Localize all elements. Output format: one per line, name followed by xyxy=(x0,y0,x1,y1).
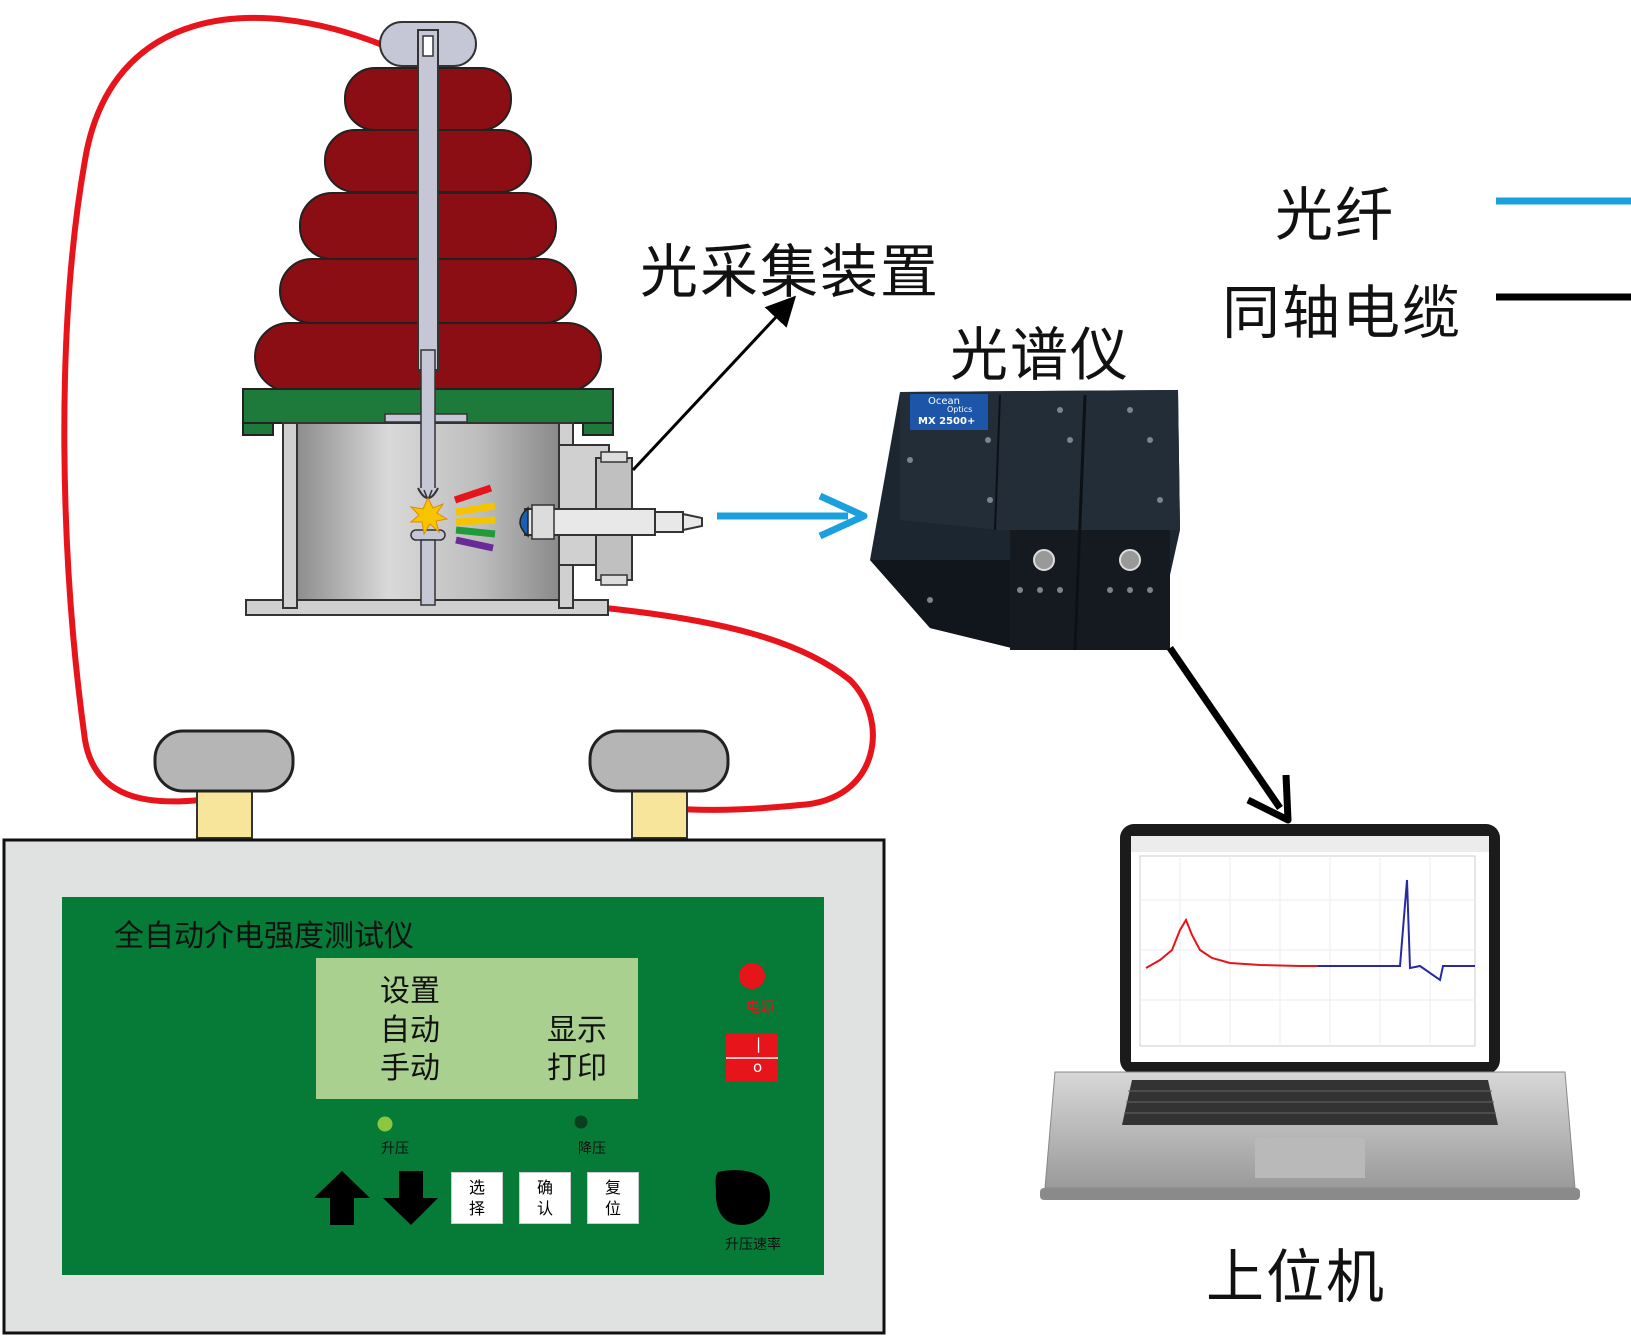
confirm-button[interactable]: 确 认 xyxy=(519,1172,571,1224)
brand-top: Ocean xyxy=(928,396,960,407)
legend-fiber-label: 光纤 xyxy=(1275,181,1396,249)
spectrum-red xyxy=(1145,917,1318,969)
up-arrow-icon xyxy=(314,1171,370,1225)
lcd-screen xyxy=(316,958,638,1099)
switch-on-mark[interactable]: | xyxy=(756,1035,762,1053)
terminal-cap-right xyxy=(588,729,730,793)
hv-cable-right xyxy=(604,605,876,813)
legend-coax-label: 同轴电缆 xyxy=(1222,279,1463,347)
light-collector-label: 光采集装置 xyxy=(640,238,941,306)
select-button[interactable]: 选 择 xyxy=(451,1172,503,1224)
power-label: 电源 xyxy=(746,1000,774,1016)
spectrometer-label: 光谱仪 xyxy=(950,321,1131,389)
spectrometer-badge xyxy=(910,394,988,430)
lower-electrode xyxy=(410,529,446,541)
lcd-auto: 自动 xyxy=(380,1013,440,1048)
tester-title: 全自动介电强度测试仪 xyxy=(114,919,414,954)
light-rays xyxy=(453,484,496,552)
terminal-cap-left xyxy=(153,729,295,793)
reset-button-char1: 复 xyxy=(604,1178,621,1197)
down-arrow-icon xyxy=(383,1171,438,1225)
power-led xyxy=(739,963,765,989)
hv-rod xyxy=(417,29,439,371)
laptop xyxy=(1040,824,1580,1200)
boost-label: 升压 xyxy=(381,1141,409,1157)
select-button-char1: 选 xyxy=(468,1178,485,1197)
collector-lens xyxy=(519,506,529,538)
model-label: MX 2500+ xyxy=(918,416,976,427)
brand-bottom: Optics xyxy=(947,405,973,414)
spectrometer-device xyxy=(870,390,1180,651)
lcd-manual: 手动 xyxy=(380,1051,440,1086)
fiber-arrow xyxy=(717,492,868,540)
discharge-spark xyxy=(409,496,449,536)
collector-pointer xyxy=(631,295,797,472)
hv-cable-left xyxy=(61,15,392,805)
lcd-print: 打印 xyxy=(547,1051,607,1086)
upper-electrode xyxy=(420,349,436,491)
rate-knob-icon xyxy=(715,1170,770,1225)
spectrum-blue xyxy=(1318,879,1475,982)
confirm-button-char2: 认 xyxy=(536,1199,553,1218)
reduce-label: 降压 xyxy=(578,1141,606,1157)
terminal-post-left xyxy=(196,789,253,839)
switch-off-mark[interactable]: o xyxy=(753,1058,763,1076)
reduce-led xyxy=(574,1115,588,1129)
host-computer-label: 上位机 xyxy=(1206,1243,1387,1311)
lcd-line1: 设置 xyxy=(380,974,440,1009)
usb-arrow xyxy=(1167,646,1283,810)
select-button-char2: 择 xyxy=(468,1199,485,1218)
confirm-button-char1: 确 xyxy=(536,1178,553,1197)
rate-label: 升压速率 xyxy=(725,1237,781,1253)
reset-button-char2: 位 xyxy=(604,1199,621,1218)
reset-button[interactable]: 复 位 xyxy=(587,1172,639,1224)
terminal-post-right xyxy=(631,789,688,839)
boost-led xyxy=(377,1116,393,1132)
lcd-display: 显示 xyxy=(547,1013,607,1048)
